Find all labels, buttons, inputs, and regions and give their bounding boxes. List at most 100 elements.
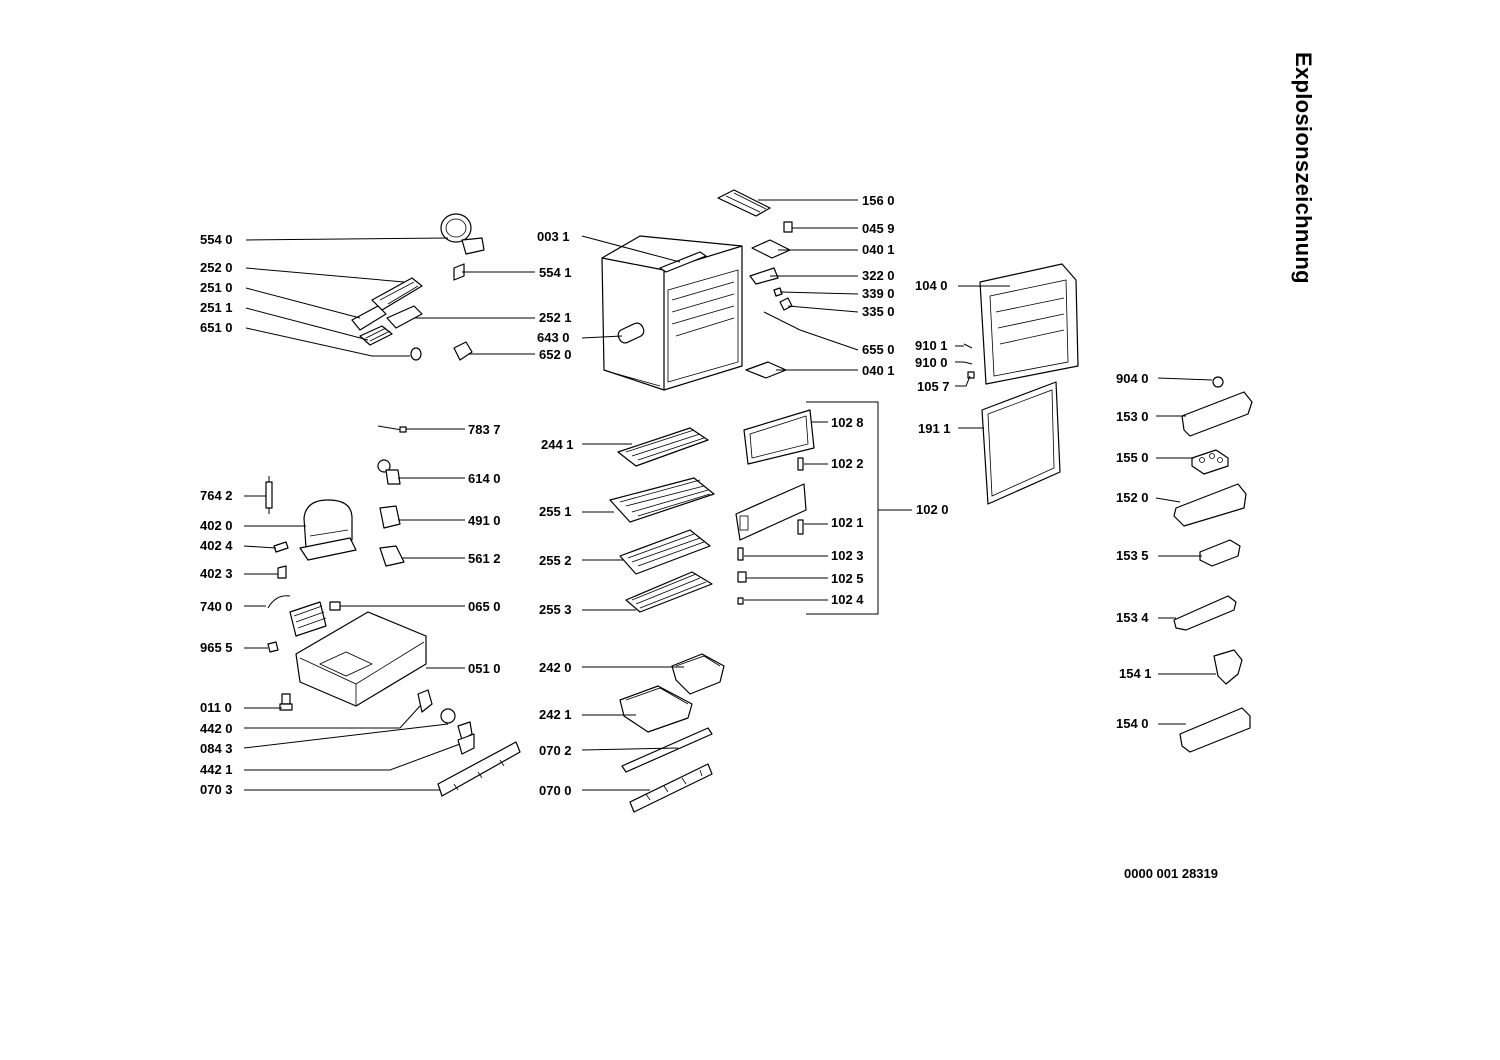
part-shelf-1535 bbox=[1199, 539, 1241, 567]
part-foot-bolt bbox=[279, 693, 293, 711]
label-0702: 070 2 bbox=[539, 743, 572, 758]
leader-9040 bbox=[1157, 377, 1213, 381]
part-evap-part-1023 bbox=[737, 547, 744, 561]
label-7837: 783 7 bbox=[468, 422, 501, 437]
label-1911: 191 1 bbox=[918, 421, 951, 436]
part-base-tray bbox=[295, 611, 427, 707]
leader-4421 bbox=[244, 743, 461, 771]
leader-2520 bbox=[245, 267, 405, 283]
part-rack-1530 bbox=[1181, 391, 1253, 437]
label-1560: 156 0 bbox=[862, 193, 895, 208]
label-1020: 102 0 bbox=[916, 502, 949, 517]
part-holder-1541 bbox=[1213, 649, 1243, 685]
part-cap-9040 bbox=[1212, 376, 1224, 388]
label-2510: 251 0 bbox=[200, 280, 233, 295]
label-2511: 251 1 bbox=[200, 300, 233, 315]
part-egg-tray bbox=[1191, 449, 1229, 475]
part-drawings bbox=[265, 189, 1253, 813]
part-cover-4421 bbox=[457, 733, 475, 755]
label-3390: 339 0 bbox=[862, 286, 895, 301]
label-6430: 643 0 bbox=[537, 330, 570, 345]
label-9040: 904 0 bbox=[1116, 371, 1149, 386]
part-shelf-2441 bbox=[617, 427, 709, 467]
part-bracket-3220 bbox=[749, 267, 779, 285]
part-evap-pin-1021 bbox=[797, 519, 804, 535]
label-1024: 102 4 bbox=[831, 592, 864, 607]
label-0650: 065 0 bbox=[468, 599, 501, 614]
label-0031: 003 1 bbox=[537, 229, 570, 244]
label-2520: 252 0 bbox=[200, 260, 233, 275]
part-plug-1057 bbox=[967, 371, 975, 379]
label-1550: 155 0 bbox=[1116, 450, 1149, 465]
label-6520: 652 0 bbox=[539, 347, 572, 362]
part-cabinet bbox=[601, 235, 743, 391]
label-9100: 910 0 bbox=[915, 355, 948, 370]
document-number: 0000 001 28319 bbox=[1124, 866, 1218, 881]
label-4910: 491 0 bbox=[468, 513, 501, 528]
leader-lines bbox=[243, 199, 1216, 791]
leader-4420 bbox=[244, 705, 421, 729]
label-0703: 070 3 bbox=[200, 782, 233, 797]
part-shelf-1520 bbox=[1173, 483, 1247, 527]
label-6550: 655 0 bbox=[862, 342, 895, 357]
part-hinge-top bbox=[751, 239, 791, 259]
part-evap-part-1024 bbox=[737, 597, 744, 605]
part-sensor-7837 bbox=[377, 425, 407, 433]
label-9655: 965 5 bbox=[200, 640, 233, 655]
leader-0843 bbox=[243, 723, 449, 749]
part-evap-part-1025 bbox=[737, 571, 747, 583]
part-pin-3390 bbox=[773, 287, 783, 297]
part-thermostat-4420 bbox=[417, 689, 456, 724]
leader-0031 bbox=[581, 235, 681, 263]
label-4421: 442 1 bbox=[200, 762, 233, 777]
leader-6430 bbox=[581, 335, 623, 339]
label-0459: 045 9 bbox=[862, 221, 895, 236]
label-2441: 244 1 bbox=[541, 437, 574, 452]
part-lamp-switch bbox=[386, 305, 423, 329]
part-relay-4910 bbox=[379, 505, 401, 529]
leader-6510 bbox=[245, 327, 410, 357]
label-7642: 764 2 bbox=[200, 488, 233, 503]
leader-2511 bbox=[245, 307, 369, 341]
label-1530: 153 0 bbox=[1116, 409, 1149, 424]
part-ice-tray bbox=[717, 189, 771, 217]
leader-0702 bbox=[581, 747, 679, 751]
part-shelf-2551 bbox=[609, 477, 715, 523]
label-3220: 322 0 bbox=[862, 268, 895, 283]
label-0700: 070 0 bbox=[539, 783, 572, 798]
part-compressor bbox=[299, 499, 357, 561]
label-5541: 554 1 bbox=[539, 265, 572, 280]
label-6140: 614 0 bbox=[468, 471, 501, 486]
part-thermostat-knob bbox=[377, 459, 401, 485]
leader-1520 bbox=[1155, 497, 1181, 503]
part-grommet-4024 bbox=[273, 541, 289, 553]
part-condenser bbox=[267, 595, 327, 637]
leader-bracket-1020 bbox=[806, 401, 879, 615]
leader-2510 bbox=[245, 287, 361, 319]
label-2420: 242 0 bbox=[539, 660, 572, 675]
label-5540: 554 0 bbox=[200, 232, 233, 247]
part-rail-1534 bbox=[1173, 595, 1237, 631]
label-0843: 084 3 bbox=[200, 741, 233, 756]
label-4023: 402 3 bbox=[200, 566, 233, 581]
part-lamp-grid bbox=[359, 325, 393, 346]
part-starter-5612 bbox=[379, 545, 405, 567]
part-clip-5541 bbox=[453, 263, 465, 281]
part-lamp-housing bbox=[371, 277, 423, 311]
part-strip-0700 bbox=[629, 763, 713, 813]
part-bushing-0650 bbox=[329, 601, 341, 611]
part-lamp bbox=[410, 347, 422, 361]
part-fan-ring bbox=[440, 213, 485, 255]
label-2551: 255 1 bbox=[539, 504, 572, 519]
part-clip-4023 bbox=[277, 565, 287, 579]
part-strip-0702 bbox=[621, 727, 713, 773]
part-evap-pin-1022 bbox=[797, 457, 804, 471]
label-4020: 402 0 bbox=[200, 518, 233, 533]
leader-3350 bbox=[787, 305, 859, 313]
label-1022: 102 2 bbox=[831, 456, 864, 471]
part-rod-6550 bbox=[763, 311, 801, 331]
part-plug-9655 bbox=[267, 641, 279, 653]
label-1520: 152 0 bbox=[1116, 490, 1149, 505]
part-screw-9101 bbox=[963, 343, 973, 349]
